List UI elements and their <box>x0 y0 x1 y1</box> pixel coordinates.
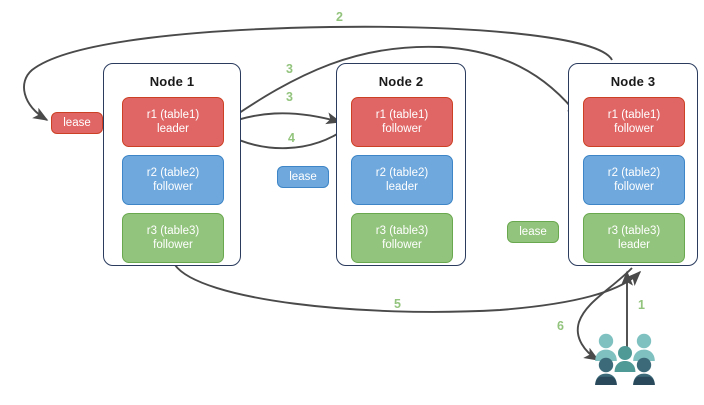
replica-n3-r3[interactable]: r3 (table3) leader <box>583 213 685 263</box>
step-label-3b: 3 <box>286 90 293 104</box>
replica-n3-r1-line2: follower <box>614 123 654 135</box>
user-middle-center <box>614 346 636 372</box>
step-label-1: 1 <box>638 298 645 312</box>
user-back-left <box>595 333 617 361</box>
step-label-2: 2 <box>336 10 343 24</box>
replica-n3-r3-line1: r3 (table3) <box>607 225 661 237</box>
replica-n2-r3-line2: follower <box>382 239 422 251</box>
node-2-title: Node 2 <box>378 74 424 89</box>
replica-n2-r1-line2: follower <box>382 123 422 135</box>
lease-table2[interactable]: lease <box>277 166 329 188</box>
replica-n1-r2-line2: follower <box>153 181 193 193</box>
arrow-step-5 <box>174 264 642 313</box>
replica-n2-r2-line2: leader <box>386 181 418 193</box>
replica-n3-r1[interactable]: r1 (table1) follower <box>583 97 685 147</box>
node-1[interactable]: Node 1 r1 (table1) leader r2 (table2) fo… <box>103 63 241 266</box>
replica-n3-r1-line1: r1 (table1) <box>607 109 661 121</box>
step-label-6: 6 <box>557 319 564 333</box>
step-label-5: 5 <box>394 297 401 311</box>
replica-n1-r1[interactable]: r1 (table1) leader <box>122 97 224 147</box>
replica-n1-r3-line1: r3 (table3) <box>146 225 200 237</box>
replica-n3-r2-line1: r2 (table2) <box>607 167 661 179</box>
replica-n3-r2[interactable]: r2 (table2) follower <box>583 155 685 205</box>
node-3[interactable]: Node 3 r1 (table1) follower r2 (table2) … <box>568 63 698 266</box>
replica-n1-r3[interactable]: r3 (table3) follower <box>122 213 224 263</box>
replica-n2-r3-line1: r3 (table3) <box>375 225 429 237</box>
replica-n1-r1-line1: r1 (table1) <box>146 109 200 121</box>
replica-n3-r3-line2: leader <box>618 239 650 251</box>
user-front-shoulders <box>595 376 655 385</box>
replica-n2-r2[interactable]: r2 (table2) leader <box>351 155 453 205</box>
replica-n1-r2[interactable]: r2 (table2) follower <box>122 155 224 205</box>
replica-n3-r2-line2: follower <box>614 181 654 193</box>
step-label-3a: 3 <box>286 62 293 76</box>
lease-table3[interactable]: lease <box>507 221 559 243</box>
node-2[interactable]: Node 2 r1 (table1) follower r2 (table2) … <box>336 63 466 266</box>
replica-n2-r3[interactable]: r3 (table3) follower <box>351 213 453 263</box>
node-3-title: Node 3 <box>610 74 656 89</box>
lease-table1[interactable]: lease <box>51 112 103 134</box>
replica-n2-r1-line1: r1 (table1) <box>375 109 429 121</box>
users-group[interactable] <box>592 332 660 388</box>
replica-n2-r2-line1: r2 (table2) <box>375 167 429 179</box>
replica-n1-r1-line2: leader <box>157 123 189 135</box>
node-1-title: Node 1 <box>149 74 195 89</box>
replica-n2-r1[interactable]: r1 (table1) follower <box>351 97 453 147</box>
step-label-4: 4 <box>288 131 295 145</box>
replica-n1-r3-line2: follower <box>153 239 193 251</box>
replica-n1-r2-line1: r2 (table2) <box>146 167 200 179</box>
arrow-step-4 <box>224 126 349 150</box>
users-icon <box>595 333 655 385</box>
user-back-right <box>633 333 655 361</box>
